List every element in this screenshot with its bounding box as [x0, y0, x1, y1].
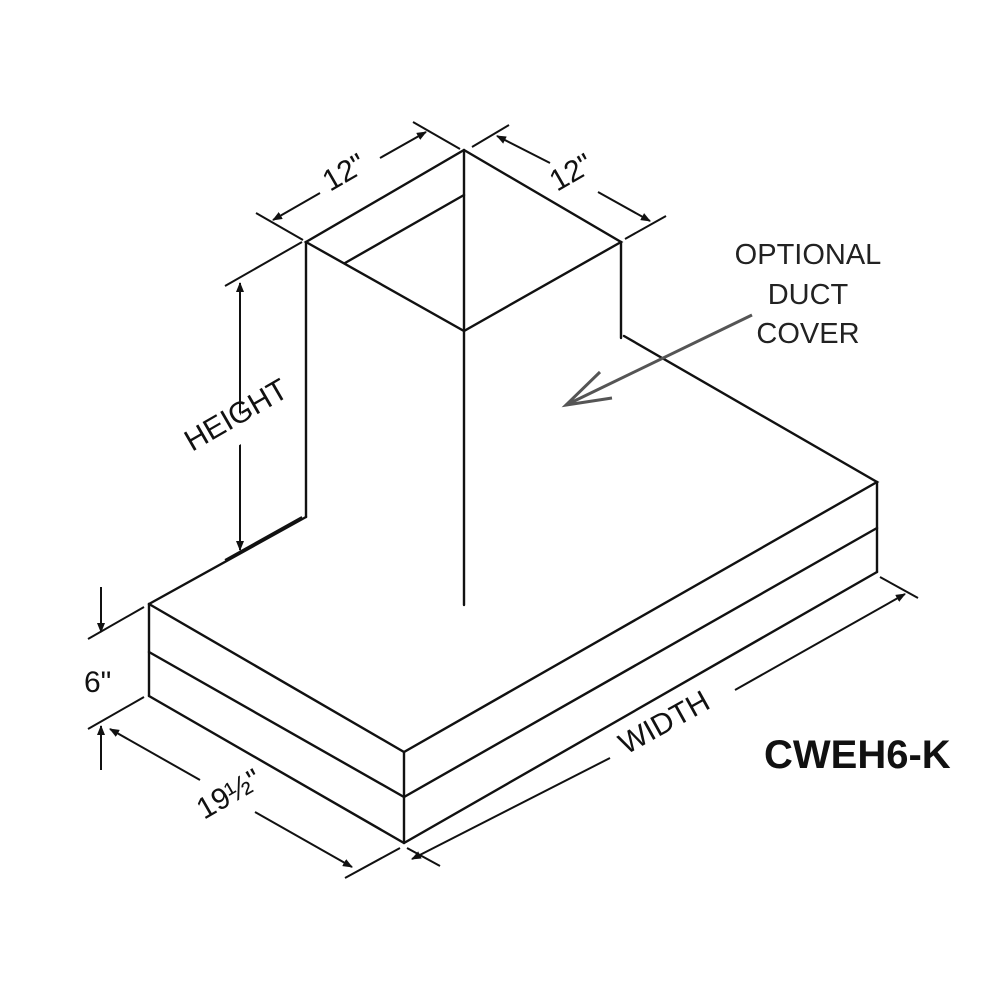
width-label: WIDTH — [613, 685, 715, 762]
duct-cover — [303, 148, 624, 607]
callout-line-2: DUCT — [768, 279, 849, 311]
chimney-left-width-label: 12" — [317, 147, 372, 198]
dimension-chimney-left: 12" — [255, 121, 461, 241]
thickness-label: 6" — [84, 666, 111, 699]
dimension-depth: 19½" — [109, 728, 401, 879]
callout-arrow-icon — [565, 313, 753, 407]
callout-line-3: COVER — [756, 318, 859, 350]
dimension-height: HEIGHT — [168, 241, 303, 561]
callout-arrowhead-icon — [561, 370, 613, 408]
hood-body — [147, 334, 880, 845]
chimney-right-width-label: 12" — [544, 147, 599, 198]
dimension-width: WIDTH — [406, 576, 919, 867]
model-number: CWEH6-K — [764, 733, 951, 777]
callout-line-1: OPTIONAL — [735, 239, 882, 271]
dimension-chimney-right: 12" — [471, 124, 667, 240]
depth-label: 19½" — [191, 763, 267, 826]
duct-cover-callout: OPTIONAL DUCT COVER — [561, 239, 882, 408]
dimension-thickness: 6" — [84, 587, 145, 770]
